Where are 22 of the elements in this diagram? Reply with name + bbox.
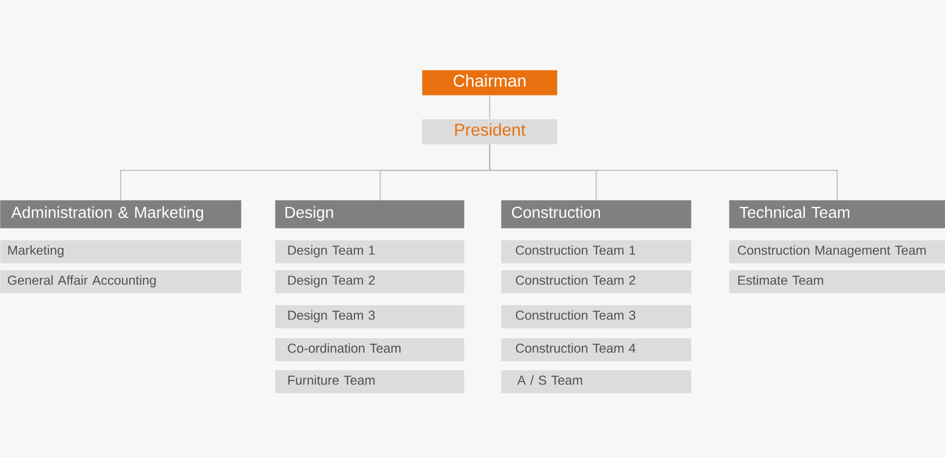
team-box: Co-ordination Team (275, 338, 464, 362)
team-box: Furniture Team (275, 370, 464, 394)
executive-box: Chairman (422, 70, 558, 96)
team-box: Construction Team 2 (501, 270, 692, 294)
team-box: Design Team 2 (275, 270, 464, 294)
department-header: Administration & Marketing (0, 200, 242, 228)
connector-line (489, 144, 838, 200)
team-box: General Affair Accounting (0, 270, 242, 294)
executive-box: President (422, 119, 558, 144)
team-box: Design Team 3 (275, 305, 464, 328)
team-box: A / S Team (501, 370, 692, 394)
department-header: Technical Team (729, 200, 945, 228)
team-box: Design Team 1 (275, 240, 464, 264)
connector-line (489, 94, 490, 120)
team-box: Construction Team 1 (501, 240, 692, 264)
team-box: Marketing (0, 240, 242, 264)
team-box: Estimate Team (729, 270, 945, 294)
department-header: Construction (501, 200, 692, 228)
team-box: Construction Team 3 (501, 305, 692, 328)
team-box: Construction Management Team (729, 240, 945, 264)
team-box: Construction Team 4 (501, 338, 692, 362)
department-header: Design (275, 200, 464, 228)
